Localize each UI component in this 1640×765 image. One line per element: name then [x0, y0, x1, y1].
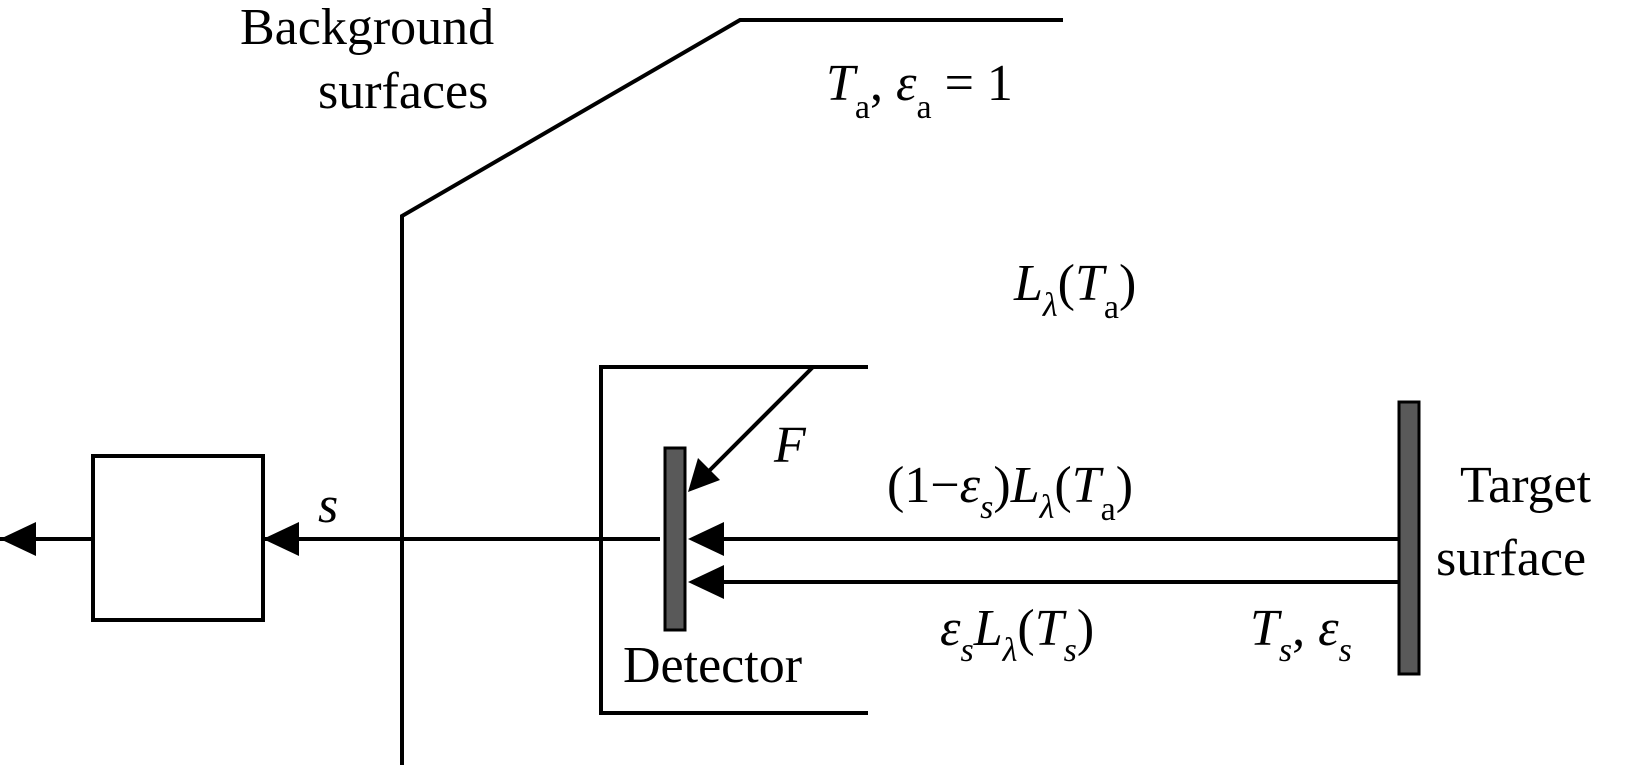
emitted-arrowhead: [688, 565, 724, 599]
reflected-arrowhead: [688, 522, 724, 556]
signal-processor-box: [91, 454, 265, 622]
bg-param-T-sub: a: [855, 89, 870, 126]
target-label-line2: surface: [1436, 530, 1586, 587]
bg-param-T: T: [826, 55, 858, 112]
signal-arrowhead: [263, 522, 299, 556]
filter-arrowhead: [688, 458, 720, 492]
detector-element: [663, 446, 687, 632]
background-radiance-label: Lλ(Ta): [1013, 255, 1136, 326]
output-arrowhead: [0, 522, 36, 556]
background-label-line2: surfaces: [318, 63, 488, 120]
detector-label: Detector: [623, 637, 802, 694]
bg-param-eps-sub: a: [917, 89, 932, 126]
filter-label: F: [773, 417, 807, 474]
filter-arrow: [706, 365, 815, 474]
background-label-line1: Background: [240, 0, 494, 56]
target-surface-plate: [1397, 400, 1421, 676]
bg-param-eps: ε: [896, 55, 917, 112]
background-params: Ta, εa = 1: [826, 55, 1013, 126]
bg-param-value: = 1: [932, 55, 1013, 112]
instrument-housing: [599, 365, 868, 715]
target-params: Ts, εs: [1250, 600, 1352, 669]
signal-label: s: [318, 477, 338, 534]
reflected-radiance-label: (1−εs)Lλ(Ta): [887, 457, 1133, 528]
target-label-line1: Target: [1460, 457, 1592, 514]
emitted-radiance-label: εsLλ(Ts): [940, 600, 1094, 669]
background-surface-line: [400, 18, 1063, 765]
